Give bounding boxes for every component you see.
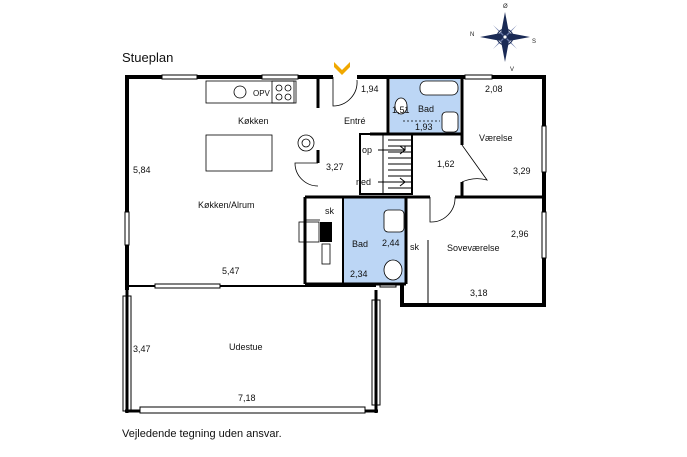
dim-sunroom-width: 7,18 [238, 393, 256, 403]
doors [294, 77, 488, 223]
room-label-kitchen-living: Køkken/Alrum [198, 200, 255, 210]
disclaimer: Vejledende tegning uden ansvar. [122, 428, 282, 440]
oven-label: OPV [253, 89, 271, 98]
stairs-up-label: op [362, 145, 372, 155]
dim-bedroom-height: 2,96 [511, 229, 529, 239]
room-label-kitchen: Køkken [238, 116, 269, 126]
closet-label-1: sk [325, 206, 335, 216]
stairs [378, 134, 412, 194]
room-label-sunroom: Udestue [229, 342, 263, 352]
fridge-icon [298, 221, 320, 243]
dim-sunroom-height: 3,47 [133, 344, 151, 354]
dim-bath-upper-a: 1,51 [392, 105, 410, 115]
dim-room-width: 2,08 [485, 84, 503, 94]
dim-bath-lower-width: 2,34 [350, 269, 368, 279]
room-label-bath-lower: Bad [352, 239, 368, 249]
room-label-bath-upper: Bad [418, 104, 434, 114]
bath-upper-fixtures [394, 80, 459, 133]
compass-east-label: S [532, 39, 536, 45]
stairs-down-label: ned [356, 177, 371, 187]
compass-south-label: V [510, 67, 514, 73]
room-label-bedroom: Soveværelse [447, 243, 500, 253]
dim-hall: 1,62 [437, 159, 455, 169]
dim-entrance-width: 1,94 [361, 84, 379, 94]
room-label-entrance: Entré [344, 116, 366, 126]
dim-kitchen-height: 5,84 [133, 165, 151, 175]
dim-bath-upper-b: 1,93 [415, 122, 433, 132]
compass-rose-icon [480, 12, 530, 62]
dim-bedroom-width: 3,18 [470, 288, 488, 298]
entry-arrow-icon [334, 62, 350, 75]
plan-title: Stueplan [122, 50, 174, 65]
dim-entrance-height: 3,27 [326, 162, 344, 172]
closet-label-2: sk [410, 242, 420, 252]
dim-bath-lower-height: 2,44 [382, 238, 400, 248]
compass-north-label: Ø [503, 4, 508, 10]
kitchen-fixtures [205, 80, 315, 172]
room-label-room: Værelse [479, 133, 513, 143]
compass-west-label: N [470, 32, 474, 38]
walls [125, 75, 546, 413]
bath-lower-fixtures [321, 209, 405, 281]
dim-room-height: 3,29 [513, 166, 531, 176]
windows [122, 74, 547, 414]
dim-kitchen-width: 5,47 [222, 266, 240, 276]
appliance-icon [320, 222, 332, 242]
